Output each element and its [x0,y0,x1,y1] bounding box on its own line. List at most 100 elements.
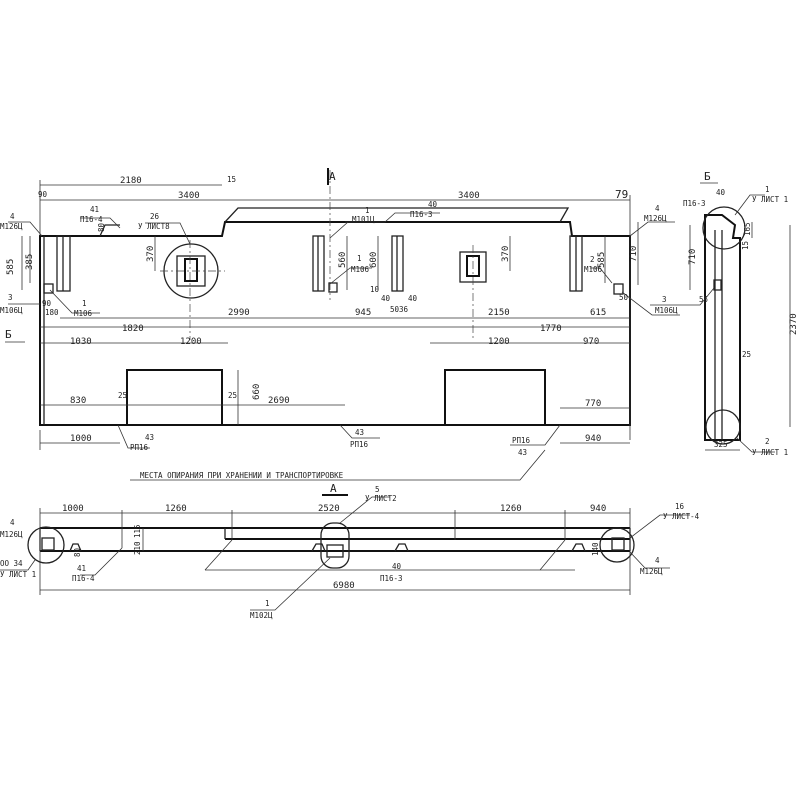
callout-num: РП16 [512,436,531,445]
callout-num: 43 [145,433,154,442]
callout-den: М106Ц [655,306,678,315]
dim: 560 [338,252,348,268]
dim: 90 [38,190,48,199]
ledge-p16-4 [99,224,120,237]
plan-view: 1000 1260 2520 1260 940 6980 210 115 140… [0,485,700,620]
detail-circle-top [702,206,746,250]
section-mark-a: А [329,170,336,183]
dim: 25 [742,350,751,359]
callout-den: М106Ц [0,306,23,315]
callout-num: 4 [655,204,660,213]
leader [736,437,775,453]
dim: 2990 [228,308,250,318]
dim: 2690 [268,396,290,406]
dim: 15 [741,241,750,250]
callout-den: У ЛИСТ 1 [0,570,36,579]
leader [650,287,715,306]
dim: 210 [133,541,142,555]
dim: 1770 [540,324,562,334]
support-pad [69,543,82,552]
dim: 5036 [390,305,409,314]
recess-inner [184,258,198,282]
dim: 1260 [500,504,522,514]
callout-den: РП16 [130,443,149,452]
plan-detail-left [27,526,65,564]
dim: 2180 [120,176,142,186]
callout-num: 1 [357,254,362,263]
callout-num: 3 [662,295,667,304]
section-mark-b-left: Б [5,328,12,341]
dim: 2150 [488,308,510,318]
dim: 3400 [178,191,200,201]
dim: 370 [146,246,156,262]
side-view: 40 П16-3 1 У ЛИСТ 1 2 У ЛИСТ 1 55 710 15… [650,185,799,457]
dim: 80 [97,222,106,232]
door-opening-left [126,369,223,425]
callout-den: П16-4 [80,215,103,224]
dim: 50 [619,293,629,302]
dim: 1000 [70,434,92,444]
callout-den: М106 [584,265,603,274]
callout-den: У ЛИСТ 1 [752,448,788,457]
dim: 370 [501,246,511,262]
ribs [56,235,583,292]
support-caption: МЕСТА ОПИРАНИЯ ПРИ ХРАНЕНИИ И ТРАНСПОРТИ… [140,471,344,480]
dim: 710 [688,249,698,265]
callout-den: П16-3 [410,210,433,219]
callout-den: М101Ц [352,215,375,224]
callout-den: М102Ц [250,611,273,620]
support-pad [571,543,586,552]
dim: 40 [408,294,418,303]
dim: 115 [133,524,142,538]
dim: 79 [615,188,628,201]
callout-num: 1 [365,206,370,215]
callout-den: РП16 [350,440,369,449]
dim: 770 [585,399,601,409]
door-opening-right [444,369,546,425]
dim: 165 [743,222,752,236]
dim: 585 [6,259,16,275]
callout-num: 2 [590,255,595,264]
callout-den: М126Ц [644,214,667,223]
dim: 585 [597,252,607,268]
dim: 2520 [318,504,340,514]
callout-num: 1 [265,599,270,608]
callout-den: П16-3 [380,574,403,583]
callout-num: 40 [716,188,726,197]
dim: 1200 [488,337,510,347]
plan-plate-center [326,544,344,558]
callout-num: 43 [355,428,364,437]
dim: 1000 [62,504,84,514]
callout-num: 16 [675,502,685,511]
callout-den: М126Ц [0,530,23,539]
dim: 385 [25,254,35,270]
dim: 600 [369,252,379,268]
dim: 25 [118,391,127,400]
dim: 1200 [180,337,202,347]
elevation-dimensions: 2180 15 90 3400 3400 79 585 385 370 560 … [6,175,639,444]
dim: 1260 [165,504,187,514]
dim: 55 [699,295,708,304]
dim: 90 [42,299,52,308]
plan-plate-left [41,537,55,551]
callout-num: 26 [150,212,160,221]
dim: 10 [370,285,380,294]
dim: 80 [73,547,82,557]
dim: 940 [590,504,606,514]
callout-num: 5 [375,485,380,494]
callout-den: М126Ц [0,222,23,231]
side-plate [713,279,722,291]
dim: 6980 [333,581,355,591]
dim: 2370 [789,313,799,335]
callout-num: 40 [428,200,438,209]
side-outline [704,214,741,441]
top-ledge [224,207,570,223]
dim: 660 [252,384,262,400]
callout-den: М106 [351,265,370,274]
elevation-view [5,170,680,481]
support-pad [311,543,326,552]
dim: 180 [45,308,59,317]
callout-num: 3 [8,293,13,302]
